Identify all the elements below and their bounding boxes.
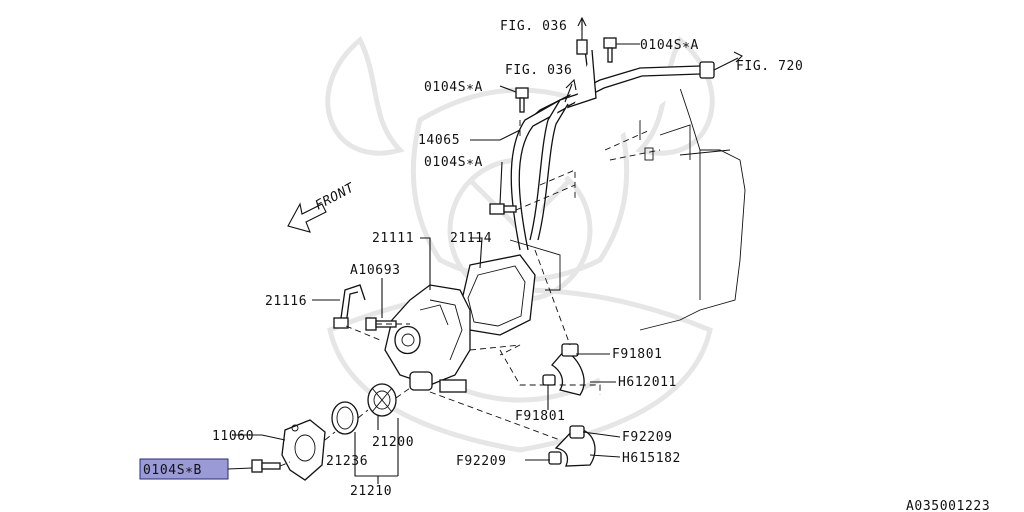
bolt-a-mid-label[interactable]: 0104S∗A [424, 155, 483, 170]
part-a10693-label[interactable]: A10693 [350, 263, 401, 278]
part-11060-label[interactable]: 11060 [212, 429, 254, 444]
front-label: FRONT [313, 180, 358, 213]
front-arrow-icon [287, 202, 327, 233]
clamp-f92209-right-label[interactable]: F92209 [622, 430, 673, 445]
diagram-id: A035001223 [906, 499, 990, 512]
part-21116-label[interactable]: 21116 [265, 294, 307, 309]
bolt-a-left-label[interactable]: 0104S∗A [424, 80, 483, 95]
bolt-a-top-label[interactable]: 0104S∗A [640, 38, 699, 53]
thermostat-21200 [367, 383, 397, 417]
fig720-label[interactable]: FIG. 720 [736, 59, 803, 74]
pipe-14065-label[interactable]: 14065 [418, 133, 460, 148]
hose-h615182-label[interactable]: H615182 [622, 451, 681, 466]
part-21236-label[interactable]: 21236 [326, 454, 368, 469]
bolt-b-icon [251, 459, 281, 473]
gasket-21236 [331, 401, 359, 435]
engine-block [599, 79, 746, 331]
pipe-21116 [333, 284, 366, 329]
bolt-b-label[interactable]: 0104S∗B [143, 463, 202, 478]
clamp-f91801-right-label[interactable]: F91801 [612, 347, 663, 362]
clamp-f92209-left-label[interactable]: F92209 [456, 454, 507, 469]
hose-h615182 [548, 425, 596, 467]
fig036-top-label[interactable]: FIG. 036 [500, 19, 567, 34]
hose-h612011 [542, 343, 585, 396]
part-21111-label[interactable]: 21111 [372, 231, 414, 246]
bolt-a-top-icon [603, 37, 617, 63]
fig036-mid-label[interactable]: FIG. 036 [505, 63, 572, 78]
hose-h612011-label[interactable]: H612011 [618, 375, 677, 390]
clamp-f91801-left-label[interactable]: F91801 [515, 409, 566, 424]
gasket-21114 [461, 239, 561, 336]
bolt-b-label-highlight[interactable]: 0104S∗B [139, 458, 229, 480]
bolt-a-left-icon [515, 87, 529, 113]
part-21210-label[interactable]: 21210 [350, 484, 392, 499]
hose-to-fig036 [529, 78, 577, 241]
part-21200-label[interactable]: 21200 [372, 435, 414, 450]
part-21114-label[interactable]: 21114 [450, 231, 492, 246]
bolt-a-mid-icon [489, 203, 517, 215]
thermostat-cover-11060 [281, 419, 326, 481]
water-pump-21111 [384, 284, 471, 393]
leader-lines [232, 18, 640, 484]
